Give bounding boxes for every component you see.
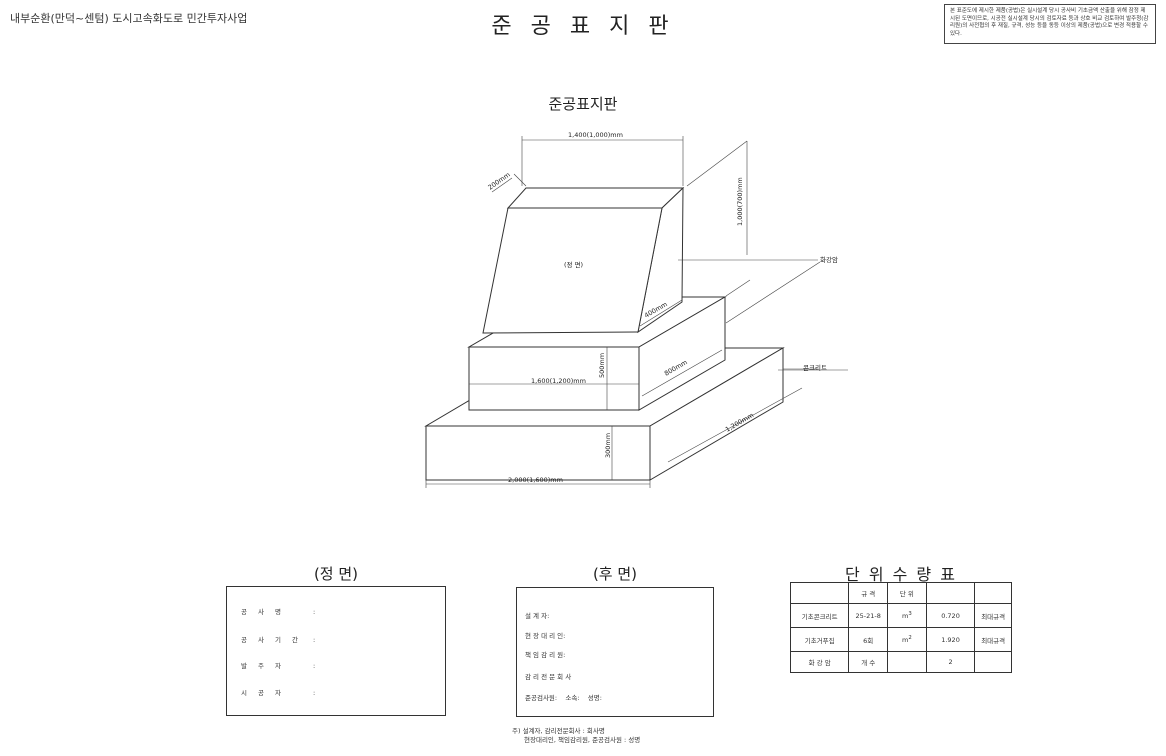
quantity-table: 규 격 단 위 기초콘크리트 25-21-8 m3 0.720 최대규격 기초거… (789, 582, 1012, 673)
unit-cell (887, 651, 927, 673)
header-cell (974, 582, 1012, 604)
back-row-site-agent: 현 장 대 리 인: (525, 632, 566, 640)
spec-cell: 25-21-8 (848, 603, 889, 628)
back-section-title: (후 면) (592, 565, 638, 583)
qty-cell: 2 (925, 651, 976, 673)
front-row-contractor: 시공자: (241, 687, 315, 697)
front-label: 발주자 (241, 662, 292, 670)
footnote-line-2: 현장대리인, 책임감리원, 준공검사원 : 성명 (524, 735, 641, 744)
spec-cell: 개 수 (848, 651, 889, 673)
table-header-row: 규 격 단 위 (789, 582, 1012, 604)
drawing-title: 준공표지판 (548, 95, 618, 113)
dim-base-height: 300mm (604, 433, 612, 458)
header-cell (925, 582, 976, 604)
item-cell: 기초콘크리트 (789, 603, 850, 628)
dim-top-width: 1,400(1,000)mm (568, 131, 623, 139)
front-section-title: (정 면) (313, 565, 359, 583)
front-label: 공사명 (241, 608, 292, 616)
front-panel: 공사명: 공사기간: 발주자: 시공자: (226, 586, 446, 716)
unit-exponent: 3 (908, 610, 912, 617)
header-cell: 단 위 (887, 582, 927, 604)
unit-cell: m2 (887, 627, 927, 652)
dim-base-width: 2,000(1,600)mm (508, 476, 563, 484)
note-cell: 최대규격 (974, 603, 1012, 628)
stone-top (506, 187, 685, 209)
unit-cell: m3 (887, 603, 927, 628)
item-cell: 기초거푸집 (789, 627, 850, 652)
front-colon: : (313, 636, 316, 644)
face-label: (정 면) (564, 260, 583, 269)
qty-cell: 1.920 (925, 627, 976, 652)
header-cell: 규 격 (848, 582, 889, 604)
stone-front (482, 207, 663, 334)
qty-cell: 0.720 (925, 603, 976, 628)
table-row: 화 강 암 개 수 2 (789, 651, 1012, 673)
back-footnote: 주) 설계자, 감리전문회사 : 회사명 현장대리인, 책임감리원, 준공검사원… (512, 727, 640, 744)
unit-exponent: 2 (908, 634, 912, 641)
unit-text: m (901, 612, 909, 621)
material-concrete: 콘크리트 (803, 363, 827, 372)
front-row-period: 공사기간: (241, 634, 315, 644)
project-name: 내부순환(만덕~센텀) 도시고속화도로 민간투자사업 (10, 12, 248, 25)
standard-note-box: 본 표준도에 제시한 제품(공법)은 실시설계 당시 공사비 기초금액 산출을 … (944, 4, 1156, 44)
back-panel: 설 계 자: 현 장 대 리 인: 책 임 감 리 원: 감 리 전 문 회 사… (516, 587, 714, 717)
item-cell: 화 강 암 (789, 651, 850, 673)
back-row-supervision-firm: 감 리 전 문 회 사 (525, 673, 572, 681)
dim-stone-height: 1,000(700)mm (736, 177, 744, 226)
sheet-title: 준 공 표 지 판 (491, 14, 675, 39)
material-stone: 화강암 (820, 255, 838, 264)
back-row-inspector: 준공검사원: 소속: 성명: (525, 694, 602, 702)
note-cell (974, 651, 1012, 673)
front-label: 공사기간 (241, 636, 309, 644)
front-row-project: 공사명: (241, 606, 315, 616)
table-row: 기초콘크리트 25-21-8 m3 0.720 최대규격 (789, 603, 1012, 628)
front-colon: : (313, 608, 316, 616)
base-slab-front (425, 425, 651, 481)
dim-mid-height: 500mm (598, 353, 606, 378)
unit-text: m (901, 636, 909, 645)
front-row-client: 발주자: (241, 660, 315, 670)
front-label: 시공자 (241, 689, 292, 697)
quantity-title: 단 위 수 량 표 (845, 565, 957, 584)
dim-mid-width: 1,600(1,200)mm (531, 377, 586, 385)
back-row-supervisor: 책 임 감 리 원: (525, 651, 566, 659)
base-slab-side (649, 347, 784, 481)
front-colon: : (313, 689, 316, 697)
front-colon: : (313, 662, 316, 670)
table-row: 기초거푸집 6회 m2 1.920 최대규격 (789, 627, 1012, 652)
back-row-designer: 설 계 자: (525, 612, 550, 620)
footnote-line-1: 주) 설계자, 감리전문회사 : 회사명 (512, 727, 605, 735)
note-cell: 최대규격 (974, 627, 1012, 652)
spec-cell: 6회 (848, 627, 889, 652)
header-cell (789, 582, 850, 604)
mid-block-side (638, 296, 726, 411)
